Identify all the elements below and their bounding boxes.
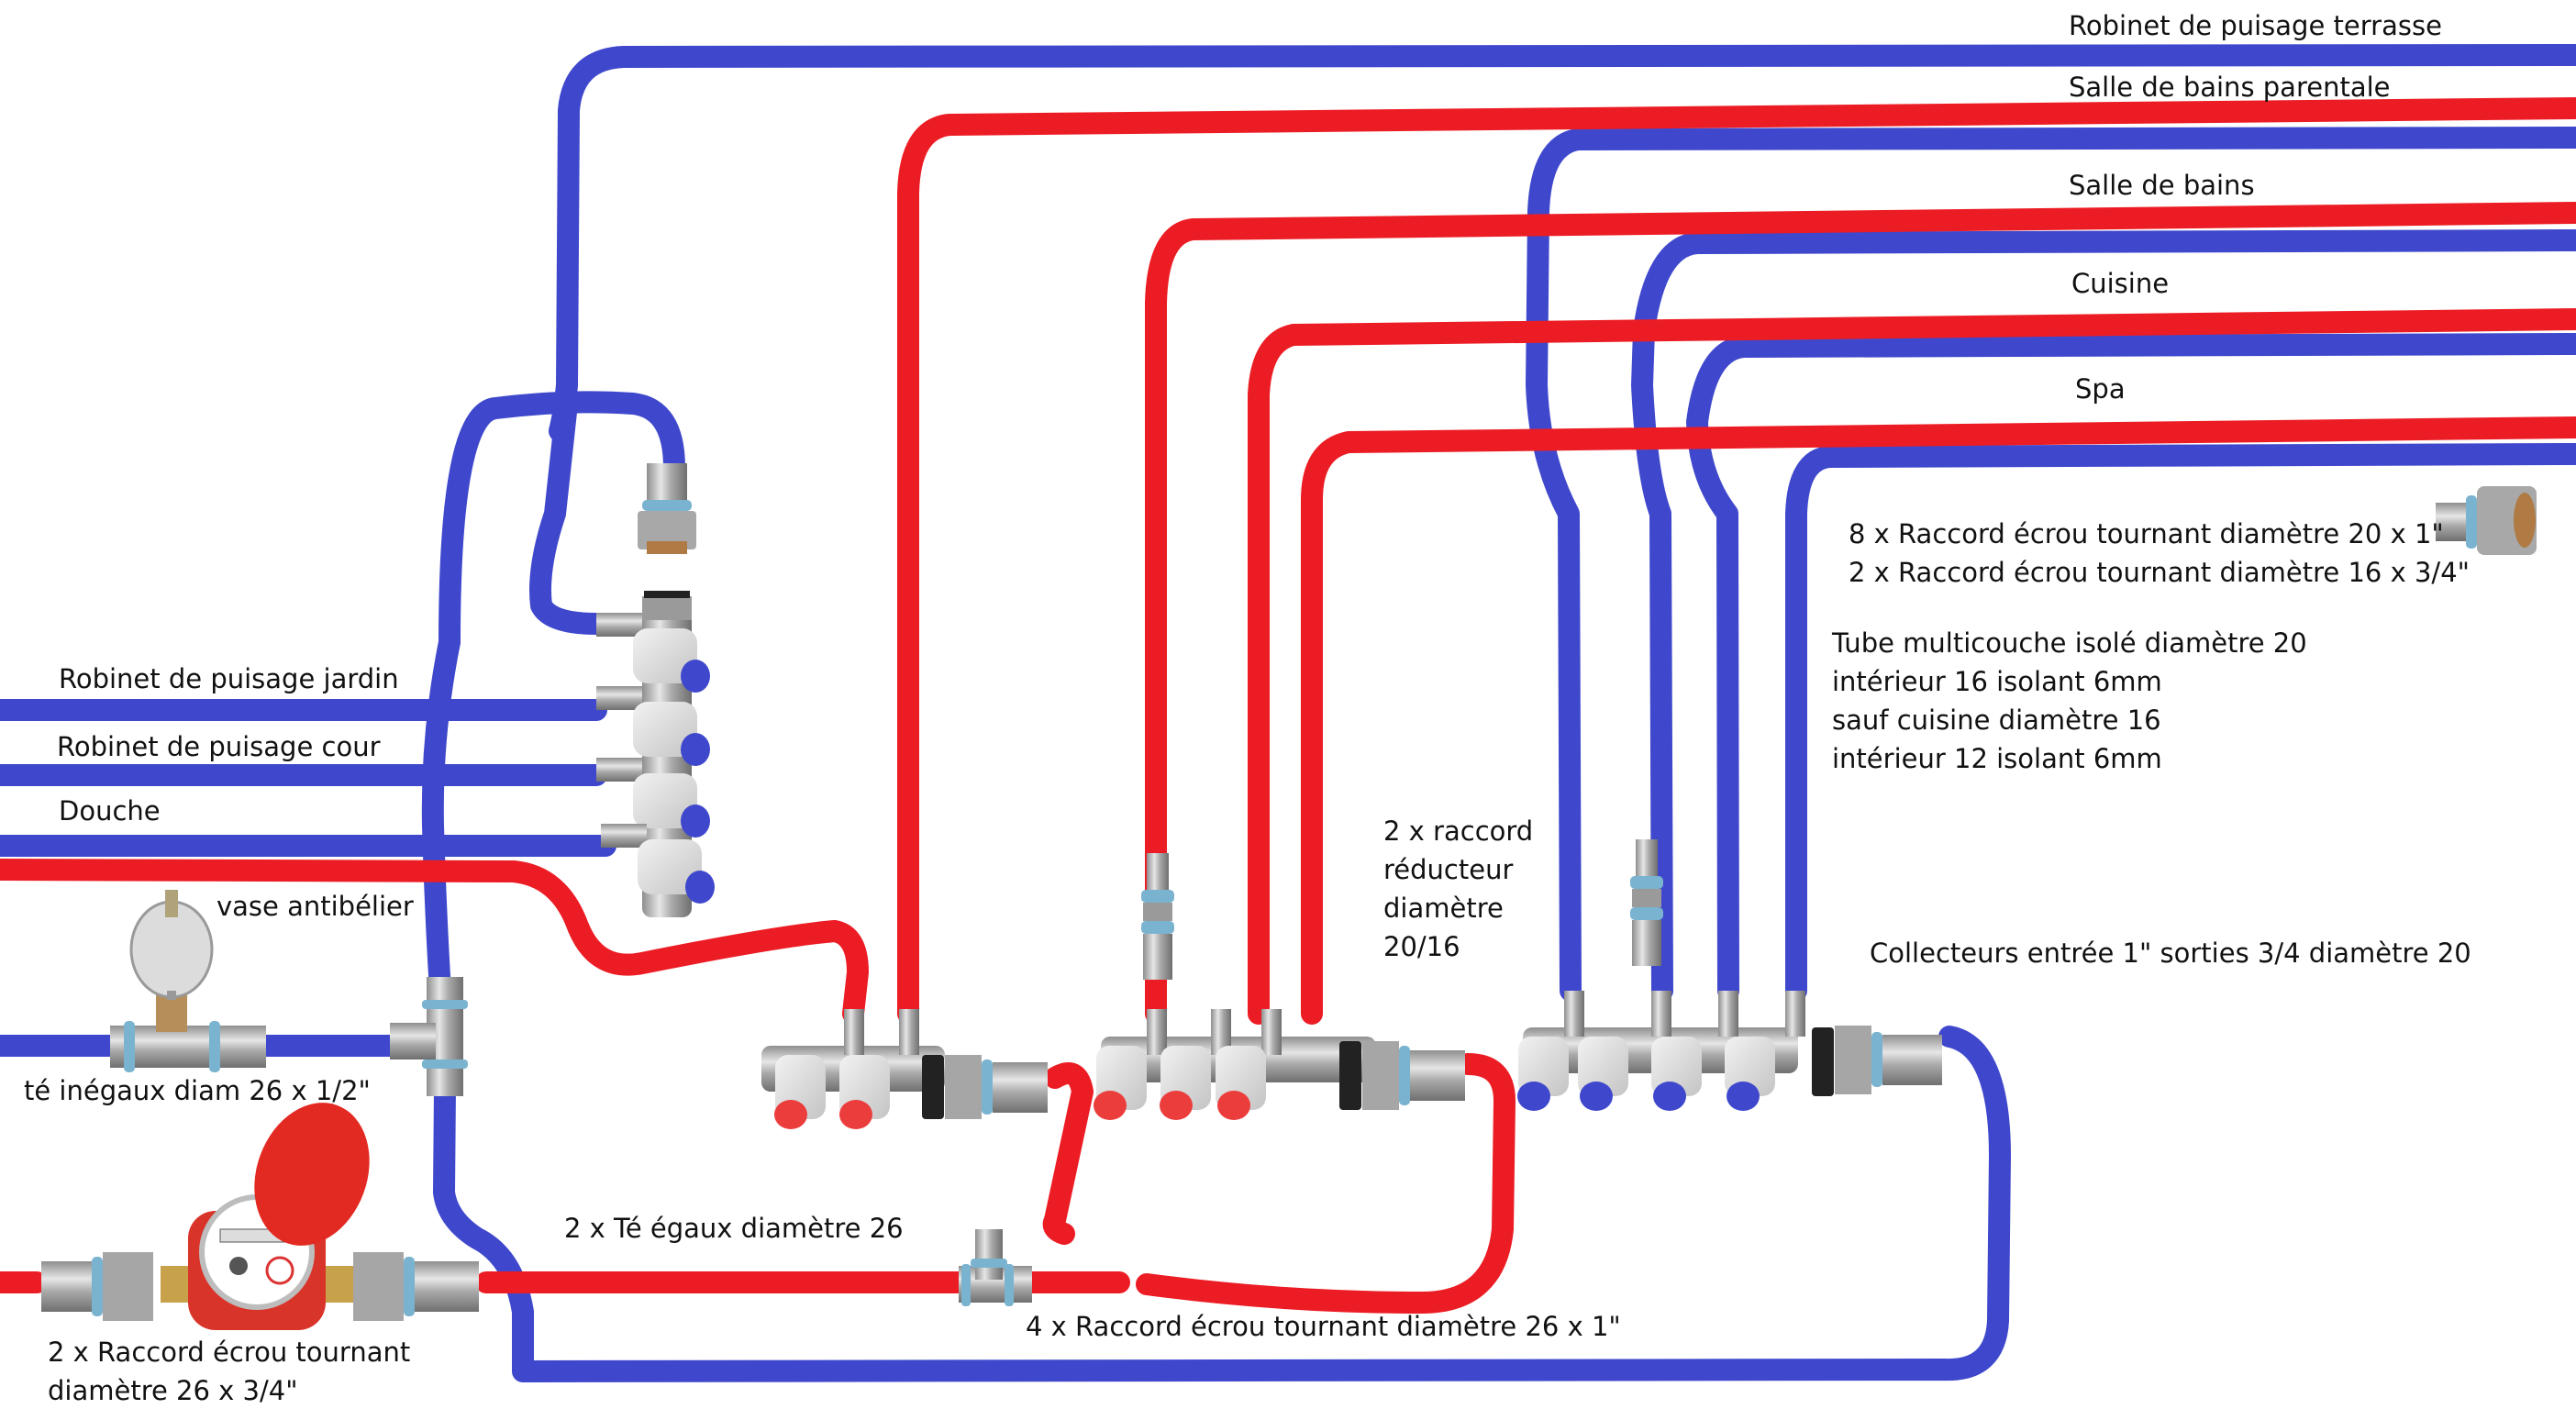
pipe-sdb-parentale-cold (1526, 127, 2576, 1002)
vertical-cold-collector (596, 591, 715, 917)
swivel-nut-fitting-icon (2436, 486, 2537, 555)
hot-valve-cap-icon (774, 1100, 807, 1129)
water-meter (41, 1103, 479, 1330)
label-reducteur-line: diamètre (1383, 893, 1504, 924)
cold-valve-cap-icon (1517, 1082, 1550, 1111)
label-sdb: Salle de bains (2069, 170, 2255, 201)
tee-equal-cold (390, 977, 468, 1096)
hot-valve-cap-icon (1094, 1091, 1127, 1120)
label-tube-spec: Tube multicouche isolé diamètre 20 intér… (1832, 624, 2307, 778)
cold-valve-cap-icon (681, 733, 710, 766)
label-spa: Spa (2075, 373, 2126, 405)
label-raccord-26-34-line2: diamètre 26 x 3/4" (48, 1375, 298, 1406)
label-raccord-26-1: 4 x Raccord écrou tournant diamètre 26 x… (1026, 1311, 1621, 1342)
pipe-cuisine-cold (1686, 333, 2576, 1002)
label-te-egaux: 2 x Té égaux diamètre 26 (564, 1213, 904, 1244)
cold-pipes (0, 44, 2576, 1382)
label-tube-line: intérieur 12 isolant 6mm (1832, 743, 2162, 774)
tee-unequal-vase (110, 991, 266, 1072)
reducer-fitting-cold (1630, 839, 1663, 966)
hot-valve-cap-icon (1160, 1091, 1193, 1120)
collector-outlet-valves (596, 613, 715, 904)
label-tube-line: intérieur 16 isolant 6mm (1832, 666, 2162, 697)
water-hammer-arrestor (129, 890, 214, 1000)
pipe-collector-top-loop (439, 391, 685, 653)
hot-valve-cap-icon (839, 1100, 872, 1129)
hot-collector-middle (1094, 1009, 1465, 1120)
meter-lid (254, 1103, 370, 1246)
label-tube-line: Tube multicouche isolé diamètre 20 (1832, 627, 2307, 659)
label-sdb-parentale: Salle de bains parentale (2069, 72, 2391, 103)
label-vase-antibelier: vase antibélier (217, 891, 414, 922)
label-raccord-20-1: 8 x Raccord écrou tournant diamètre 20 x… (1849, 518, 2444, 549)
label-raccord-16-34: 2 x Raccord écrou tournant diamètre 16 x… (1849, 557, 2470, 588)
pipe-cuisine-hot (1248, 308, 2576, 1025)
cold-valve-cap-icon (681, 660, 710, 693)
tee-equal-hot (959, 1229, 1032, 1306)
pipe-spa-hot (1301, 416, 2576, 1025)
label-te-inegaux: té inégaux diam 26 x 1/2" (24, 1075, 371, 1106)
hot-valve-cap-icon (1217, 1091, 1250, 1120)
label-jardin: Robinet de puisage jardin (59, 663, 399, 694)
pipe-sdb-parentale-hot (897, 97, 2576, 1025)
reducer-fitting-hot (1141, 853, 1174, 980)
label-reducteur-line: 20/16 (1383, 931, 1460, 962)
pipe-hot-link-collectors (1042, 1062, 1094, 1245)
pipe-sdb-hot (1145, 202, 2576, 1025)
cold-valve-cap-icon (1653, 1082, 1686, 1111)
label-cuisine: Cuisine (2071, 268, 2170, 299)
label-reducteur-line: réducteur (1383, 854, 1514, 885)
cold-valve-cap-icon (1580, 1082, 1613, 1111)
pipe-hot-from-meter (0, 859, 869, 1025)
label-cour: Robinet de puisage cour (57, 731, 381, 762)
label-reducteur-line: 2 x raccord (1383, 815, 1534, 847)
label-douche: Douche (59, 795, 161, 827)
pipe-sdb-cold (1631, 229, 2576, 1002)
cold-valve-cap-icon (681, 804, 710, 838)
label-terrasse: Robinet de puisage terrasse (2069, 10, 2442, 41)
cold-collector-right (1517, 991, 1942, 1111)
label-raccord-26-34-line1: 2 x Raccord écrou tournant (48, 1337, 411, 1368)
pipe-hot-loop (1136, 1053, 1516, 1314)
pipe-spa-cold (1785, 443, 2576, 1002)
label-tube-line: sauf cuisine diamètre 16 (1832, 704, 2161, 736)
hot-pipes (0, 97, 2576, 1314)
cold-valve-cap-icon (1727, 1082, 1760, 1111)
hot-collector-small (761, 1009, 1048, 1129)
swivel-nut-fitting-top (638, 463, 696, 554)
pipe-cold-main-riser (421, 631, 461, 1002)
pipe-collector-first-outlet (529, 393, 607, 635)
cold-valve-cap-icon (685, 871, 715, 904)
pipe-cold-return (433, 1026, 2011, 1382)
label-reducteur: 2 x raccord réducteur diamètre 20/16 (1383, 812, 1533, 966)
label-collecteurs: Collecteurs entrée 1" sorties 3/4 diamèt… (1870, 937, 2471, 969)
